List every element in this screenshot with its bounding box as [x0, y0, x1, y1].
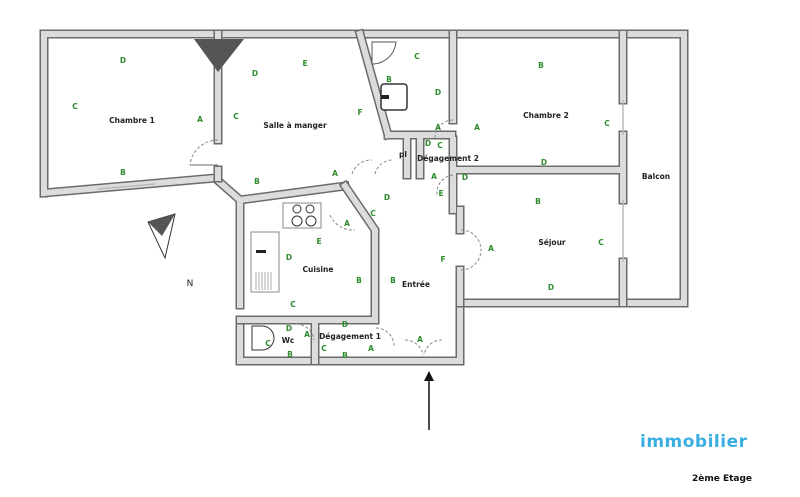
wall-letter: B	[120, 168, 126, 177]
wall-letter: B	[538, 61, 544, 70]
room-salle-a-manger: Salle à manger	[263, 121, 327, 130]
room-sejour: Séjour	[538, 238, 566, 247]
wall-letter: C	[598, 238, 604, 247]
brand-logo: immobilier	[640, 432, 748, 452]
wall-letters: D C A B D E C F B A C B D A C D A E D D …	[72, 52, 610, 360]
wall-letter: C	[321, 344, 327, 353]
room-cuisine: Cuisine	[303, 265, 334, 274]
doors[interactable]	[189, 119, 482, 356]
wall-letter: A	[417, 335, 423, 344]
wall-letter: B	[356, 276, 362, 285]
floor-label: 2ème Etage	[692, 473, 752, 484]
wall-letter: A	[304, 330, 310, 339]
fixtures	[250, 41, 408, 351]
wall-letter: D	[541, 158, 547, 167]
wall-letter: D	[435, 88, 441, 97]
wall-letter: F	[440, 255, 445, 264]
entrance-arrow	[424, 371, 434, 430]
room-entree: Entrée	[402, 280, 430, 289]
wall-letter: E	[438, 189, 443, 198]
wall-letter: C	[290, 300, 296, 309]
wall-letter: A	[474, 123, 480, 132]
wall-letter: E	[302, 59, 307, 68]
walls	[39, 28, 689, 366]
room-placard: pl	[399, 150, 407, 159]
wall-letter: A	[368, 344, 374, 353]
north-label: N	[187, 279, 194, 289]
room-degagement-1: Dégagement 1	[319, 332, 381, 341]
wall-letter: C	[370, 209, 376, 218]
duct-shaft	[194, 39, 244, 72]
wall-letter: C	[233, 112, 239, 121]
wall-letter: A	[435, 123, 441, 132]
wall-letter: D	[425, 139, 431, 148]
arrow-up-icon	[424, 371, 434, 381]
shower-icon	[371, 41, 397, 65]
wall-letter: B	[287, 350, 293, 359]
wall-letter: D	[286, 324, 292, 333]
wall-letter: C	[414, 52, 420, 61]
wall-letter: D	[252, 69, 258, 78]
wall-letter: C	[437, 141, 443, 150]
compass: N	[147, 213, 194, 289]
windows	[97, 100, 624, 262]
room-chambre-1: Chambre 1	[109, 116, 155, 125]
wall-letter: C	[72, 102, 78, 111]
wall-letter: A	[197, 115, 203, 124]
wall-letter: B	[390, 276, 396, 285]
wall-letter: C	[604, 119, 610, 128]
wall-letter: B	[254, 177, 260, 186]
wall-letter: D	[462, 173, 468, 182]
wall-letter: E	[316, 237, 321, 246]
wall-letter: A	[431, 172, 437, 181]
room-labels: Chambre 1 Salle à manger pl Dégagement 2…	[109, 111, 670, 345]
wall-letter: D	[342, 320, 348, 329]
wall-letter: D	[548, 283, 554, 292]
wall-letter: F	[357, 108, 362, 117]
wall-letter: B	[386, 75, 392, 84]
wall-letter: B	[535, 197, 541, 206]
wall-letter: D	[120, 56, 126, 65]
wall-letter: D	[286, 253, 292, 262]
room-balcon: Balcon	[642, 172, 670, 181]
wall-letter: A	[488, 244, 494, 253]
wall-letter: A	[332, 169, 338, 178]
toilet-icon	[251, 325, 275, 351]
wall-letter: D	[384, 193, 390, 202]
room-chambre-2: Chambre 2	[523, 111, 569, 120]
room-wc: Wc	[282, 336, 295, 345]
wall-letter: C	[265, 339, 271, 348]
wall-letter: B	[342, 351, 348, 360]
room-degagement-2: Dégagement 2	[417, 154, 479, 163]
wall-letter: A	[344, 219, 350, 228]
